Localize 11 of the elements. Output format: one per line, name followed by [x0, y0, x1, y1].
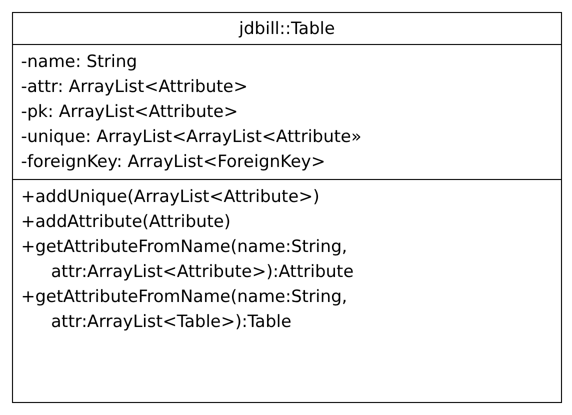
method-text: +addAttribute(Attribute)	[21, 211, 232, 234]
class-box	[12, 12, 562, 403]
class-name: jdbill::Table	[238, 18, 336, 41]
method-text: +getAttributeFromName(name:String, attr:ArrayList<Table>):Table	[21, 286, 348, 334]
attribute-text: -unique: ArrayList<ArrayList<Attribute»	[21, 126, 363, 149]
attribute-text: -pk: ArrayList<Attribute>	[21, 101, 239, 124]
method-text: +addUnique(ArrayList<Attribute>)	[21, 186, 321, 209]
method-text: +getAttributeFromName(name:String, attr:ArrayList<Attribute>):Attribute	[21, 236, 355, 284]
attribute-text: -foreignKey: ArrayList<ForeignKey>	[21, 151, 326, 174]
attribute-text: -attr: ArrayList<Attribute>	[21, 76, 249, 99]
attribute-text: -name: String	[21, 51, 138, 74]
